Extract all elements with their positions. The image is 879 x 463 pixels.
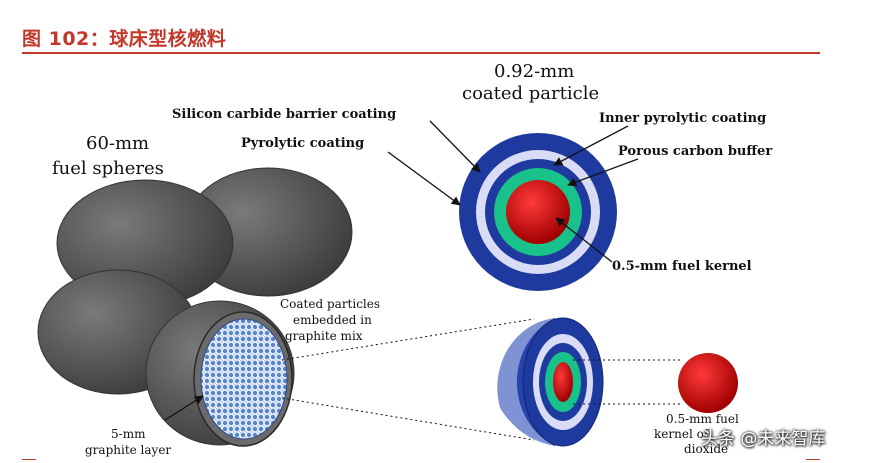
label-embedded-line2: embedded in xyxy=(293,313,372,327)
arrow-kernel xyxy=(555,217,613,263)
bottom-rule-right xyxy=(806,459,820,460)
halfsphere-face-kernel xyxy=(553,362,573,402)
bottom-rule-left xyxy=(22,459,36,460)
arrow-graphite-layer xyxy=(164,395,204,421)
arrow-pyrolytic xyxy=(387,151,461,206)
cutaway-particle-matrix xyxy=(200,318,288,440)
label-uo2-line3: dioxide xyxy=(684,442,729,456)
arrow-inner-pyrolytic xyxy=(553,125,629,166)
label-porous-buffer: Porous carbon buffer xyxy=(618,144,773,159)
arrow-porous-buffer xyxy=(567,158,639,187)
arrow-sic xyxy=(429,120,481,173)
particle-kernel xyxy=(506,180,570,244)
label-spheres-name: fuel spheres xyxy=(52,158,164,179)
label-graphite-line2: graphite layer xyxy=(85,443,172,457)
label-inner-pyrolytic: Inner pyrolytic coating xyxy=(599,111,767,126)
label-sic-coating: Silicon carbide barrier coating xyxy=(172,107,397,122)
label-embedded-line1: Coated particles xyxy=(280,297,381,311)
figure-title: 图 102：球床型核燃料 xyxy=(22,28,227,50)
label-embedded-line3: graphite mix xyxy=(285,329,363,343)
label-kernel: 0.5-mm fuel kernel xyxy=(612,259,752,274)
uo2-kernel-sphere xyxy=(678,353,738,413)
watermark: 头条 @未来智库 xyxy=(701,429,826,449)
label-particle-size: 0.92-mm xyxy=(494,61,575,82)
title-rule xyxy=(22,52,820,54)
label-uo2-line1: 0.5-mm fuel xyxy=(666,412,739,426)
label-uo2-line2: kernel of xyxy=(654,427,709,441)
label-graphite-line1: 5-mm xyxy=(111,427,146,441)
label-particle-name: coated particle xyxy=(462,83,600,104)
connector-bottom xyxy=(281,397,535,441)
label-pyrolytic: Pyrolytic coating xyxy=(241,136,365,151)
label-spheres-size: 60-mm xyxy=(86,133,150,154)
